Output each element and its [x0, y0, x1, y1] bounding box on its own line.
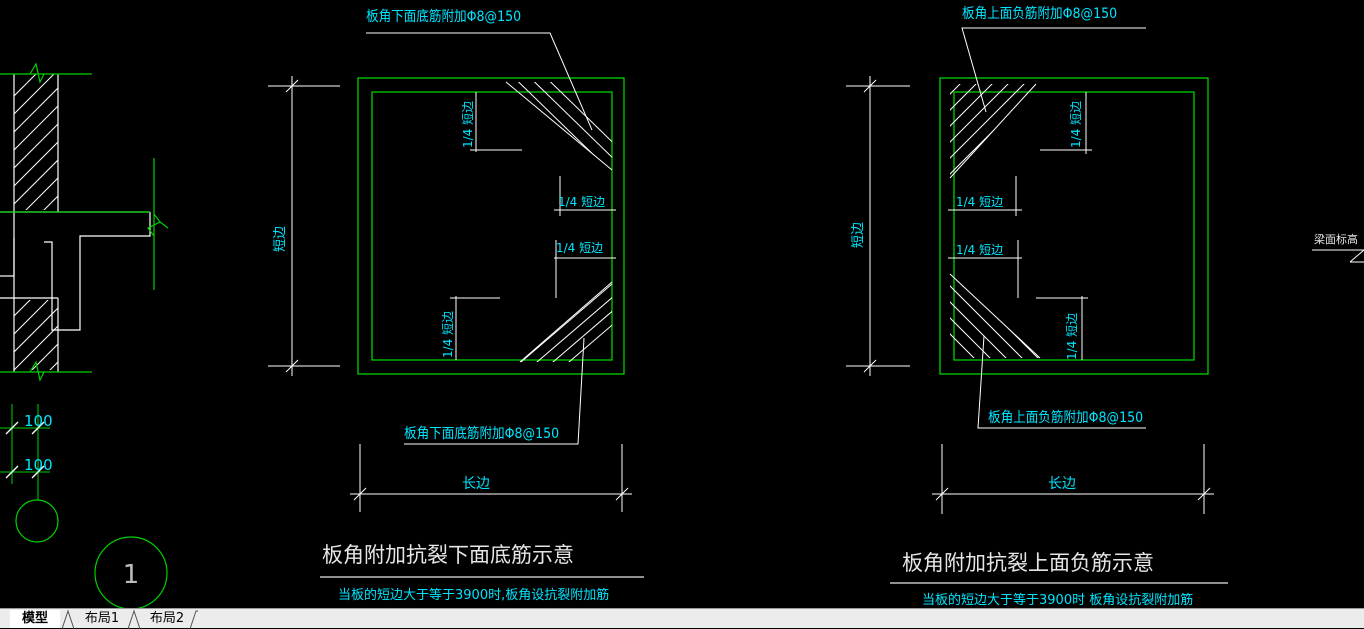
axis-bubble-small [15, 499, 59, 543]
tab-divider [128, 609, 140, 629]
left-wall-section [0, 62, 169, 382]
slab-inner-edge [371, 91, 613, 361]
tab-layout-1[interactable]: 布局1 [84, 611, 120, 626]
axis-bubble-1 [94, 536, 168, 608]
axis-label-1: 1 [123, 560, 140, 590]
leader-label-top: 板角下面底筋附加Φ8@150 [366, 7, 521, 25]
tab-layout-2[interactable]: 布局2 [149, 611, 185, 626]
tab-divider [190, 610, 198, 629]
tab-divider [62, 609, 74, 629]
slab-outer-edge-2 [939, 77, 1209, 375]
detail-bottom-rebar: 板角下面底筋附加Φ8@150 板角下面底筋附加Φ8@150 短边 1/4 短边 … [268, 7, 644, 603]
leader-label-bottom-2: 板角上面负筋附加Φ8@150 [988, 408, 1143, 426]
long-side-label: 长边 [462, 476, 490, 492]
quarter-short-label-5: 1/4 短边 [1069, 101, 1083, 148]
quarter-short-label-4: 1/4 短边 [556, 241, 603, 255]
beam-top-elevation-label: 梁面标高 [1314, 232, 1358, 246]
detail-top-rebar: 板角上面负筋附加Φ8@150 板角上面负筋附加Φ8@150 短边 1/4 短边 … [846, 4, 1228, 608]
quarter-short-label-6: 1/4 短边 [1065, 313, 1079, 360]
tab-model[interactable]: 模型 [10, 610, 60, 628]
leader-label-bottom: 板角下面底筋附加Φ8@150 [404, 424, 559, 442]
short-side-label-2: 短边 [851, 222, 866, 248]
detail-title-bottom: 板角附加抗裂下面底筋示意 [322, 543, 574, 567]
cad-drawing-canvas[interactable]: 100 100 1 板角下面底筋附加Φ8@150 板角下面底筋附加Φ8@ [0, 0, 1364, 608]
dimension-100-b: 100 [24, 456, 53, 474]
quarter-short-label-7: 1/4 短边 [956, 195, 1003, 209]
slab-outer-edge [357, 77, 625, 375]
quarter-short-label-8: 1/4 短边 [956, 243, 1003, 257]
detail-note-bottom: 当板的短边大于等于3900时,板角设抗裂附加筋 [338, 587, 609, 603]
slab-inner-edge-2 [953, 91, 1195, 361]
quarter-short-label-2: 1/4 短边 [441, 311, 455, 358]
long-side-label-2: 长边 [1048, 476, 1076, 492]
left-dimension-chain: 100 100 1 [0, 404, 168, 608]
detail-title-top: 板角附加抗裂上面负筋示意 [902, 551, 1154, 575]
detail-note-top: 当板的短边大于等于3900时 板角设抗裂附加筋 [922, 592, 1193, 608]
layout-tab-bar: 模型 布局1 布局2 [0, 608, 1364, 629]
quarter-short-label-3: 1/4 短边 [558, 195, 605, 209]
right-edge-fragment: 梁面标高 [1312, 232, 1364, 263]
leader-label-top-2: 板角上面负筋附加Φ8@150 [962, 4, 1117, 22]
short-side-label: 短边 [273, 226, 288, 252]
quarter-short-label-1: 1/4 短边 [461, 101, 475, 148]
dimension-100-a: 100 [24, 412, 53, 430]
